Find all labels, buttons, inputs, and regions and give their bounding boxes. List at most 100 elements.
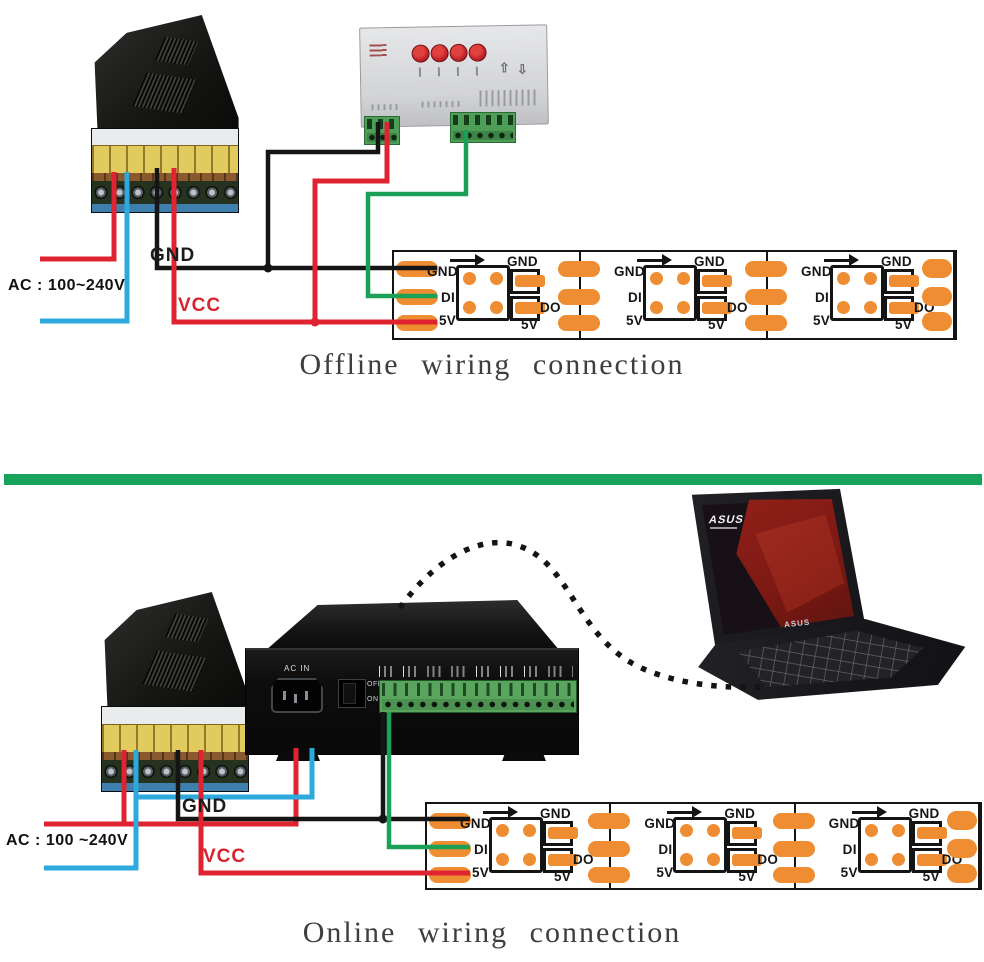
di-pad-label: DI xyxy=(628,290,643,305)
gnd-pad xyxy=(947,811,977,830)
pad-copper xyxy=(732,854,763,866)
led-chip-pad xyxy=(837,272,850,285)
pad-copper xyxy=(702,275,732,287)
gnd-pad-label: GND xyxy=(427,264,458,279)
led-chip-pad xyxy=(864,853,878,866)
gnd-out-label: GND xyxy=(540,806,571,821)
gnd-wire-label: GND xyxy=(150,245,196,266)
5v-pad-label: 5V xyxy=(472,865,490,880)
pad-copper xyxy=(548,827,578,839)
terminal-screws xyxy=(382,699,574,710)
led-chip-pad xyxy=(680,824,694,837)
down-arrow-icon: ⇩ xyxy=(516,61,528,77)
5v-pad-label: 5V xyxy=(626,313,644,328)
strip-end-pads xyxy=(918,252,952,338)
controller-output-terminal xyxy=(450,112,516,143)
pad-copper xyxy=(515,302,545,314)
led-chip-pad xyxy=(463,272,476,285)
pad-copper xyxy=(889,302,919,314)
controller-button-icon xyxy=(411,44,430,63)
led-chip-pad xyxy=(707,824,721,837)
power-switch xyxy=(338,679,366,708)
psu-pcb-edge xyxy=(102,782,248,791)
di-pad xyxy=(588,841,631,857)
psu-terminal-panel xyxy=(101,706,249,792)
gnd-pad xyxy=(772,813,815,829)
online-controller: AC IN OFF ON xyxy=(240,600,585,768)
direction-arrow-icon xyxy=(667,806,703,818)
led-chip-pad xyxy=(680,853,694,866)
led-chip-pad xyxy=(523,853,536,866)
direction-arrow-icon xyxy=(851,806,887,818)
gnd-out-pad xyxy=(911,821,947,846)
direction-arrow-icon xyxy=(450,254,485,266)
switch-on-label: ON xyxy=(367,696,379,703)
controller-silkscreen xyxy=(421,100,460,108)
led-chip-pad xyxy=(677,272,690,285)
power-supply-online xyxy=(95,592,255,792)
gnd-pad xyxy=(922,259,952,278)
controller-power-terminal xyxy=(364,116,400,145)
do-out-label: DO xyxy=(540,300,561,315)
output-port-labels xyxy=(379,666,573,677)
5v-pad-label: 5V xyxy=(656,865,674,880)
up-arrow-icon: ⇧ xyxy=(498,60,510,76)
psu-vent-slots xyxy=(141,650,207,692)
led-chip-pad xyxy=(677,301,690,314)
wire-junction-dot xyxy=(263,263,273,273)
gnd-pad xyxy=(558,261,600,277)
led-chip xyxy=(643,265,697,321)
pad-copper xyxy=(916,827,947,839)
inlet-pin xyxy=(294,694,297,703)
online-caption: Online wiring connection xyxy=(302,916,682,949)
controller-foot xyxy=(502,752,546,761)
5v-pad-label: 5V xyxy=(840,865,858,880)
gnd-pad-label: GND xyxy=(644,816,676,831)
strip-input-pads xyxy=(745,252,793,338)
led-chip-pad xyxy=(523,824,536,837)
vcc-wire-label: VCC xyxy=(178,295,222,316)
controller-front-panel: AC IN OFF ON xyxy=(245,648,579,755)
psu-terminal-covers xyxy=(102,723,248,753)
do-out-label: DO xyxy=(757,852,779,867)
gnd-out-label: GND xyxy=(507,254,538,269)
led-chip-pad xyxy=(463,301,476,314)
controller-button-caption xyxy=(437,67,441,77)
led-chip-pad xyxy=(707,853,721,866)
led-chip xyxy=(857,817,912,873)
inlet-pin xyxy=(305,691,308,700)
ac-voltage-label: AC : 100~240V xyxy=(8,277,126,294)
gnd-out-label: GND xyxy=(908,806,940,821)
ac-in-label: AC IN xyxy=(284,664,311,673)
gnd-pad-label: GND xyxy=(614,264,645,279)
led-strip-segment: GND DI 5V GND DO 5V xyxy=(558,252,768,338)
power-supply-offline xyxy=(85,15,245,214)
di-pad xyxy=(745,289,787,305)
led-chip-pad xyxy=(496,824,509,837)
5v-pad xyxy=(396,315,438,331)
controller-model-text xyxy=(369,44,387,57)
pad-copper xyxy=(732,827,763,839)
led-strip-segment: GND DI 5V GND DO 5V xyxy=(394,252,581,338)
led-strip-offline: GND DI 5V GND DO 5V GND DI 5V xyxy=(392,250,957,340)
5v-out-label: 5V xyxy=(554,869,572,884)
led-chip-pad xyxy=(891,824,905,837)
5v-pad xyxy=(429,867,471,883)
led-chip-pad xyxy=(650,301,663,314)
5v-pad-label: 5V xyxy=(439,313,457,328)
gnd-pad xyxy=(745,261,787,277)
ac-voltage-label: AC : 100 ~240V xyxy=(6,832,129,849)
section-divider xyxy=(4,474,982,485)
output-terminal-block xyxy=(379,680,577,713)
led-chip xyxy=(489,817,543,873)
terminal-screws xyxy=(453,131,513,140)
controller-silkscreen xyxy=(371,103,398,111)
led-chip xyxy=(830,265,884,321)
di-pad-label: DI xyxy=(658,842,673,857)
di-pad xyxy=(558,289,600,305)
laptop-brand-subtext xyxy=(710,527,737,529)
controller-button-caption xyxy=(475,66,478,76)
terminal-holes xyxy=(367,119,397,129)
5v-pad xyxy=(745,315,787,331)
di-pad-label: DI xyxy=(842,842,857,857)
